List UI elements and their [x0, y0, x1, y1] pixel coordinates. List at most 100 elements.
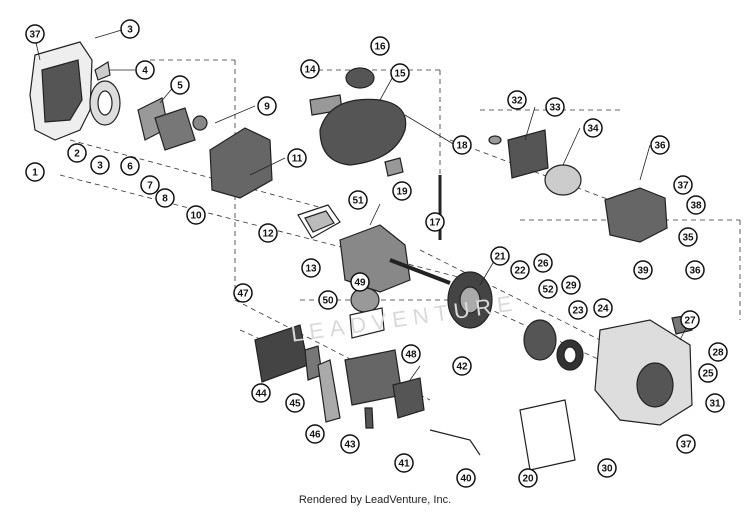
callout-50: 50 — [318, 290, 338, 310]
callout-circle — [394, 453, 414, 473]
callout-33: 33 — [545, 97, 565, 117]
callout-circle — [401, 344, 421, 364]
callout-label: 44 — [255, 389, 267, 400]
callout-circle — [698, 363, 718, 383]
callout-circle — [452, 356, 472, 376]
callout-circle — [300, 59, 320, 79]
callout-23: 23 — [568, 300, 588, 320]
callout-circle — [170, 75, 190, 95]
callout-36: 36 — [650, 135, 670, 155]
callout-circle — [518, 468, 538, 488]
callout-circle — [456, 468, 476, 488]
callout-7: 7 — [140, 175, 160, 195]
callout-label: 19 — [396, 187, 408, 198]
callout-label: 52 — [542, 285, 554, 296]
callout-label: 13 — [305, 264, 317, 275]
callout-25: 25 — [698, 363, 718, 383]
callout-27: 27 — [680, 310, 700, 330]
callout-circle — [597, 458, 617, 478]
callout-circle — [135, 60, 155, 80]
callout-circle — [680, 310, 700, 330]
callout-29: 29 — [561, 275, 581, 295]
callout-label: 10 — [190, 211, 202, 222]
callout-circle — [140, 175, 160, 195]
callout-1: 1 — [25, 162, 45, 182]
callout-circle — [533, 253, 553, 273]
callout-circle — [340, 434, 360, 454]
callout-label: 2 — [74, 149, 80, 160]
callout-22: 22 — [510, 260, 530, 280]
callout-label: 16 — [374, 42, 386, 53]
callout-44: 44 — [251, 383, 271, 403]
callout-circle — [370, 36, 390, 56]
callout-circle — [583, 118, 603, 138]
callout-label: 50 — [322, 296, 334, 307]
callout-label: 25 — [702, 369, 714, 380]
callout-19: 19 — [392, 181, 412, 201]
callout-circle — [510, 260, 530, 280]
callout-label: 39 — [637, 266, 649, 277]
callout-28: 28 — [708, 342, 728, 362]
callout-label: 37 — [680, 440, 692, 451]
callout-label: 49 — [354, 278, 366, 289]
callout-circle — [301, 258, 321, 278]
callout-label: 36 — [654, 141, 666, 152]
callout-circle — [90, 155, 110, 175]
callout-label: 27 — [684, 316, 696, 327]
callout-circle — [350, 272, 370, 292]
callout-11: 11 — [287, 148, 307, 168]
callout-circle — [25, 162, 45, 182]
callout-label: 34 — [587, 124, 599, 135]
callout-circle — [561, 275, 581, 295]
callout-circle — [390, 63, 410, 83]
callout-35: 35 — [678, 227, 698, 247]
callout-label: 12 — [262, 229, 274, 240]
callout-10: 10 — [186, 205, 206, 225]
callout-label: 21 — [494, 252, 506, 263]
callout-label: 24 — [597, 304, 609, 315]
callout-circle — [708, 342, 728, 362]
callout-3: 3 — [120, 19, 140, 39]
callout-21: 21 — [490, 246, 510, 266]
callout-30: 30 — [597, 458, 617, 478]
callout-5: 5 — [170, 75, 190, 95]
callout-24: 24 — [593, 298, 613, 318]
callout-32: 32 — [507, 90, 527, 110]
callout-37: 37 — [673, 175, 693, 195]
callout-label: 3 — [97, 161, 103, 172]
callout-circle — [251, 383, 271, 403]
callout-48: 48 — [401, 344, 421, 364]
callout-circle — [258, 223, 278, 243]
callout-40: 40 — [456, 468, 476, 488]
callout-31: 31 — [705, 393, 725, 413]
callout-label: 1 — [32, 168, 38, 179]
callout-label: 9 — [264, 102, 270, 113]
callout-circle — [67, 143, 87, 163]
callout-label: 30 — [601, 464, 613, 475]
callout-circle — [676, 434, 696, 454]
callout-circle — [490, 246, 510, 266]
callout-circle — [257, 96, 277, 116]
callout-label: 42 — [456, 362, 468, 373]
callout-label: 11 — [292, 154, 303, 165]
callout-circle — [318, 290, 338, 310]
callout-label: 14 — [304, 65, 316, 76]
callout-label: 40 — [460, 474, 472, 485]
part-outlines — [29, 41, 693, 471]
callout-6: 6 — [120, 156, 140, 176]
callout-label: 37 — [677, 181, 689, 192]
callout-circle — [452, 135, 472, 155]
callout-circle — [425, 212, 445, 232]
callout-37: 37 — [25, 24, 45, 44]
callout-circle — [678, 227, 698, 247]
callout-4: 4 — [135, 60, 155, 80]
callout-34: 34 — [583, 118, 603, 138]
callout-circle — [705, 393, 725, 413]
callout-label: 7 — [147, 181, 153, 192]
callout-16: 16 — [370, 36, 390, 56]
callout-3: 3 — [90, 155, 110, 175]
callout-label: 46 — [309, 430, 321, 441]
callout-36: 36 — [685, 260, 705, 280]
